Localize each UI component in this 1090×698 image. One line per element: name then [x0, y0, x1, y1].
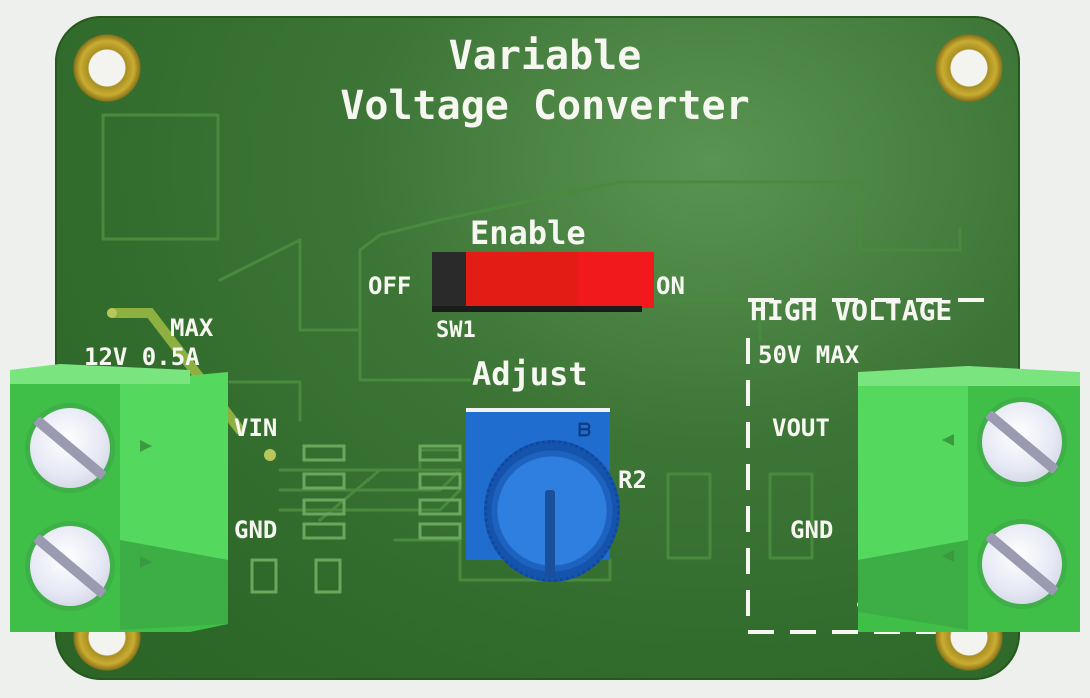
input-screw-gnd[interactable]: [30, 526, 110, 606]
output-gnd-label: GND: [790, 516, 834, 544]
switch-heading: Enable: [470, 214, 586, 252]
input-gnd-label: GND: [234, 516, 278, 544]
output-max-label: 50V MAX: [758, 341, 860, 369]
switch-end-cap: [432, 252, 466, 308]
input-screw-vin[interactable]: [30, 408, 110, 488]
switch-knob[interactable]: [578, 252, 654, 308]
switch-ref: SW1: [436, 318, 476, 343]
pot-ref: R2: [618, 466, 647, 494]
manufacturer-logo: ᗷ: [578, 420, 591, 441]
switch-off-label: OFF: [368, 272, 412, 300]
input-vin-label: VIN: [234, 414, 278, 442]
output-vout-label: VOUT: [772, 414, 830, 442]
potentiometer-indicator: [545, 490, 555, 578]
output-screw-gnd[interactable]: [982, 524, 1062, 604]
mounting-hole: [932, 31, 1006, 105]
board-title-line2: Voltage Converter: [340, 83, 750, 129]
pot-heading: Adjust: [472, 355, 588, 393]
input-max-label: MAX: [170, 314, 214, 342]
mounting-hole: [70, 31, 144, 105]
output-screw-vout[interactable]: [982, 402, 1062, 482]
board-title-line1: Variable: [448, 33, 642, 79]
switch-base: [432, 306, 642, 312]
output-heading: HIGH VOLTAGE: [750, 294, 953, 327]
switch-on-label: ON: [656, 272, 685, 300]
